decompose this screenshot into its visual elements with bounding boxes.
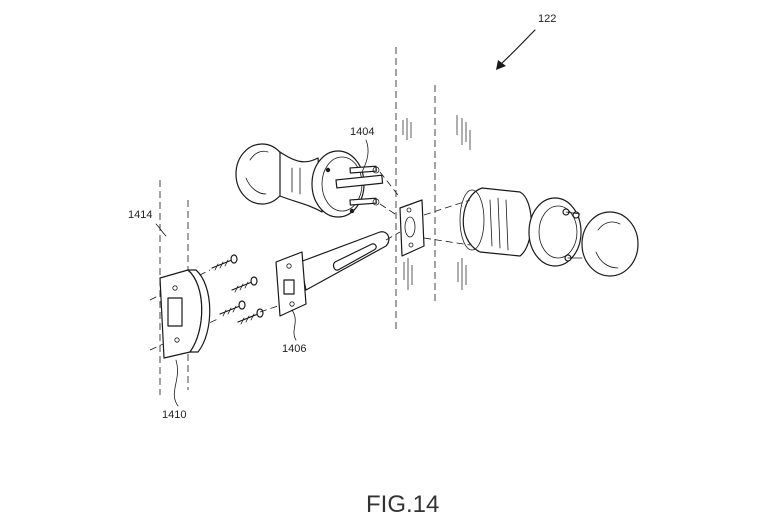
exterior-rose (528, 197, 582, 267)
figure-caption: FIG.14 (366, 491, 439, 518)
align-line-knob-2 (379, 203, 399, 217)
leader-1406 (291, 309, 297, 341)
latch-slot (332, 243, 377, 271)
spindle (335, 174, 384, 189)
exterior-knob-assembly (423, 187, 639, 277)
latch-bolt (283, 279, 295, 295)
door-edge-faceplate (399, 199, 425, 257)
rose-screw-1 (325, 167, 331, 173)
screw-1 (211, 254, 238, 271)
latch-screw-hole-top (286, 263, 292, 269)
interior-knob-neck (279, 151, 323, 213)
faceplate-bore (404, 216, 416, 238)
exterior-rose-inner (538, 205, 578, 259)
strike-plate-opening (167, 297, 183, 327)
leader-1410 (173, 359, 179, 407)
faceplate-screw-top (406, 207, 412, 213)
cup-shading (489, 197, 509, 251)
label-1404: 1404 (350, 126, 374, 138)
latch-assembly: 1406 (275, 231, 401, 355)
door-hatching (402, 115, 471, 290)
leader-1404 (361, 139, 369, 173)
screw-3 (219, 300, 246, 317)
strike-screw-hole-top (172, 285, 178, 291)
callout-arrow-122 (499, 29, 536, 66)
strike-plate: 1410 (159, 269, 211, 421)
align-line-knob-1 (379, 171, 399, 196)
knob-ball-shading (245, 150, 269, 195)
post-end-top (372, 166, 380, 174)
label-1414: 1414 (128, 209, 152, 221)
latch-screw-hole-bottom (289, 301, 295, 307)
label-1410: 1410 (162, 409, 186, 421)
leader-1414 (155, 223, 167, 237)
align-line-ext-2 (423, 237, 471, 246)
arrowhead-122 (496, 60, 506, 70)
strike-plate-edge (187, 269, 211, 353)
align-line-ext-1 (423, 199, 471, 216)
screw-4 (237, 308, 264, 325)
exterior-cup-rim (459, 189, 485, 251)
exterior-knob-ball (581, 211, 639, 277)
rose-screw-2 (349, 208, 355, 214)
interior-knob-assembly: 1404 (235, 126, 399, 218)
ext-post-stem-1 (565, 211, 581, 215)
align-line-latch (385, 231, 401, 241)
mounting-post-bottom (349, 197, 377, 206)
post-end-bottom (372, 198, 380, 206)
screw-2 (231, 276, 258, 293)
neck-shading (291, 167, 301, 195)
assembly-callout: 122 (496, 13, 556, 70)
strike-screw-hole-bottom (174, 337, 180, 343)
faceplate-screw-bottom (408, 242, 414, 248)
door-section (395, 47, 471, 330)
exterior-cup (462, 187, 532, 257)
label-1406: 1406 (282, 343, 306, 355)
ext-knob-shading (595, 221, 621, 269)
label-122: 122 (538, 13, 556, 25)
align-line-screw-c (259, 305, 279, 313)
